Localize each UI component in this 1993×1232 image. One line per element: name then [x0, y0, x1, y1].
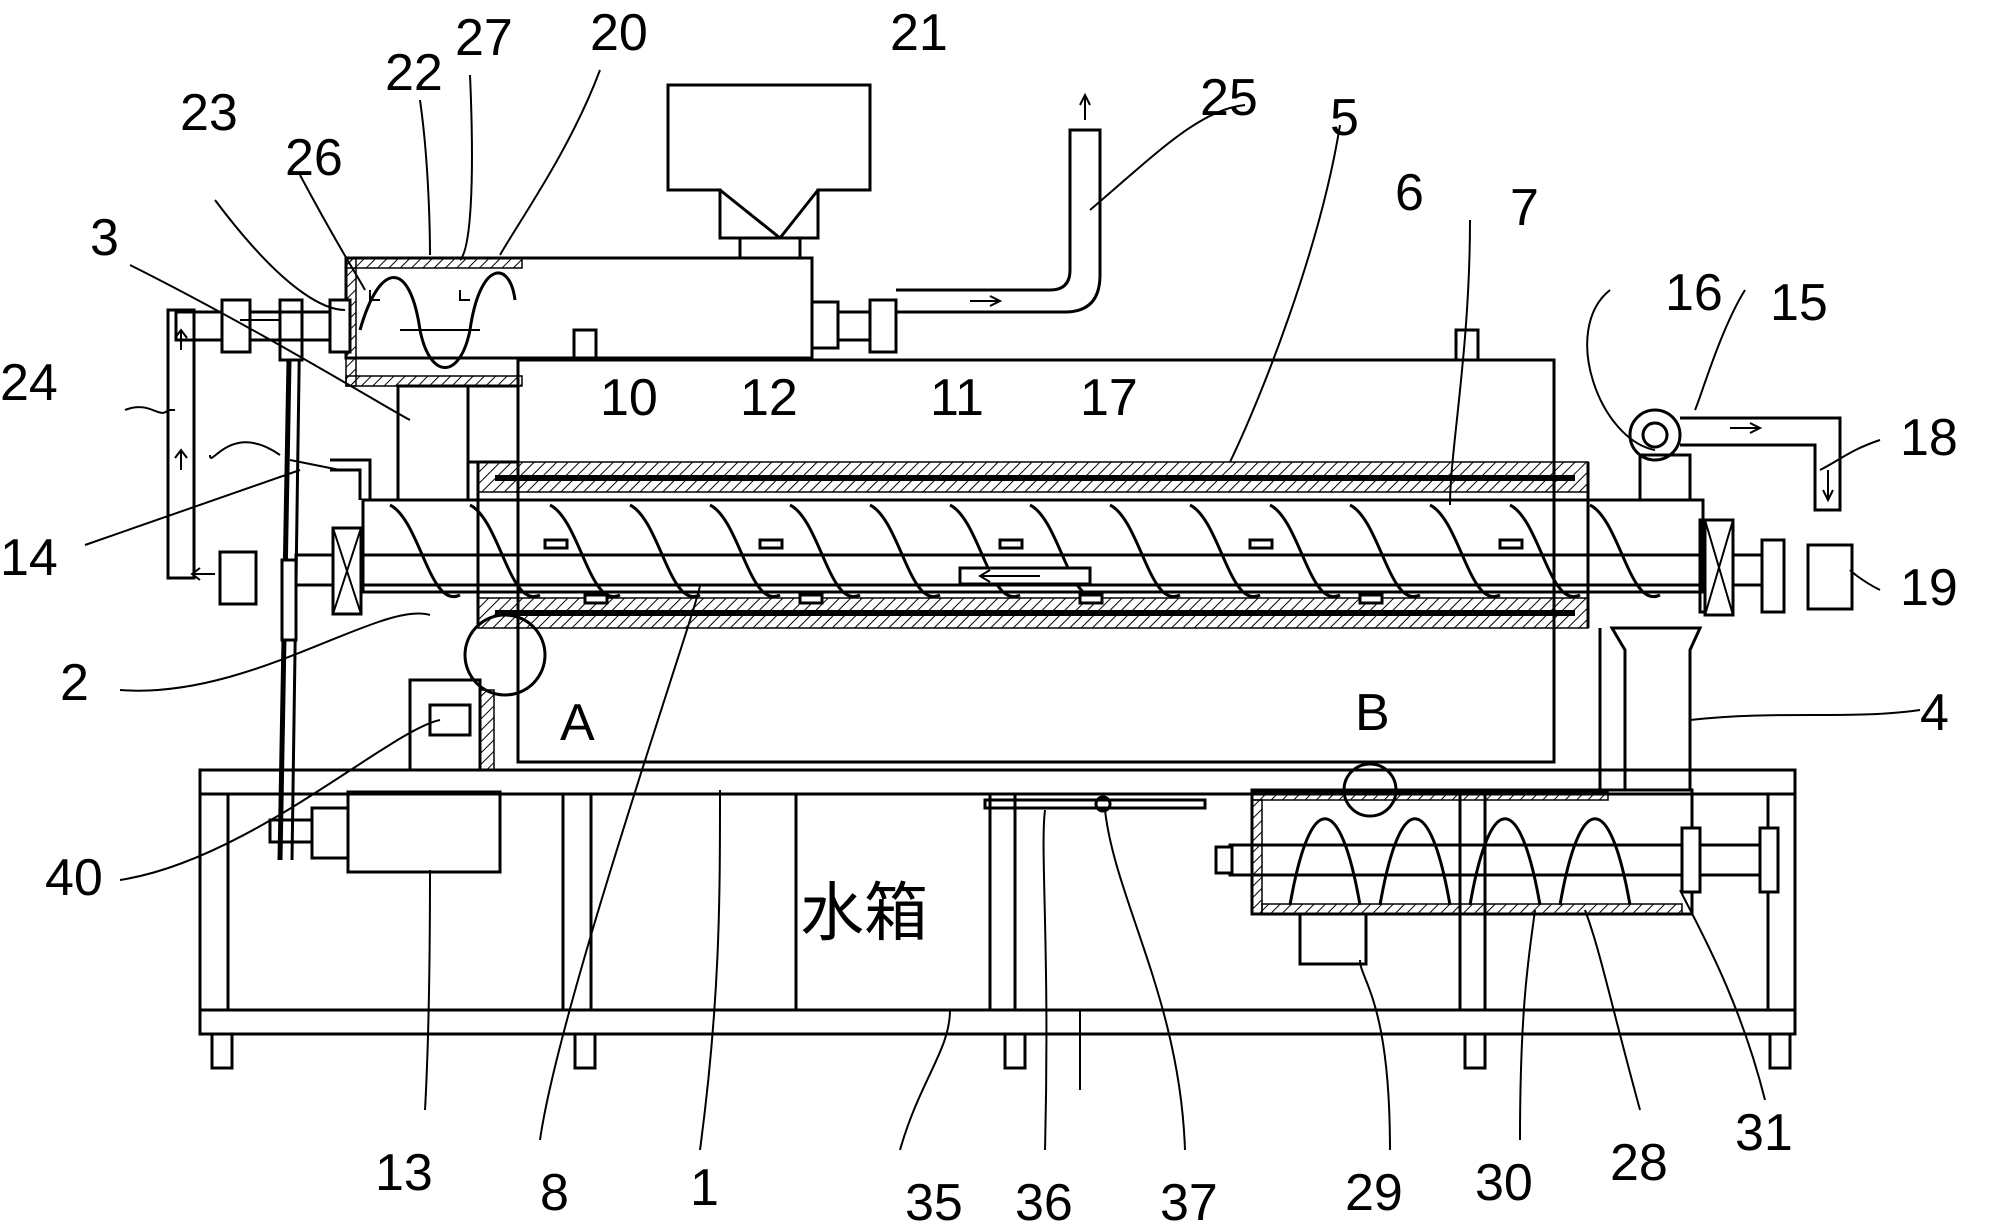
label-2: 2	[60, 654, 89, 712]
fan-return-pipe	[1628, 408, 1854, 614]
label-26: 26	[285, 129, 343, 187]
label-5: 5	[1330, 89, 1359, 147]
label-1: 1	[690, 1159, 719, 1217]
label-30: 30	[1475, 1154, 1533, 1212]
steam-inlet	[330, 458, 372, 500]
label-23: 23	[180, 84, 238, 142]
label-6: 6	[1395, 164, 1424, 222]
details	[408, 613, 1398, 818]
label-4: 4	[1920, 684, 1949, 742]
base-frame	[198, 768, 1797, 1070]
label-14: 14	[0, 529, 58, 587]
label-detail-A: A	[560, 694, 595, 752]
feed-screw-conveyor	[174, 256, 898, 387]
feed-chute	[396, 384, 520, 502]
leader-lines	[84, 69, 1921, 1151]
label-37: 37	[1160, 1174, 1218, 1232]
water-tank: 水箱	[794, 792, 992, 1012]
outer-jacket	[476, 461, 1590, 629]
label-28: 28	[1610, 1134, 1668, 1192]
label-22: 22	[385, 44, 443, 102]
label-7: 7	[1510, 179, 1539, 237]
hopper	[666, 83, 872, 260]
motor	[268, 790, 502, 874]
outlet-chute	[1598, 626, 1703, 792]
label-40: 40	[45, 849, 103, 907]
label-19: 19	[1900, 559, 1958, 617]
label-12: 12	[740, 369, 798, 427]
label-35: 35	[905, 1174, 963, 1232]
label-16: 16	[1665, 264, 1723, 322]
label-10: 10	[600, 369, 658, 427]
belt-drive	[277, 298, 304, 861]
part-labels: 21 25 5 6 7 16 15 18 19 4 20 27 22 23 26…	[0, 4, 1958, 1232]
label-24: 24	[0, 354, 58, 412]
drain-valve	[983, 795, 1207, 813]
lower-screw-conveyor	[1214, 788, 1780, 966]
recirculation-pipe	[166, 308, 258, 606]
label-20: 20	[590, 4, 648, 62]
label-detail-B: B	[1355, 684, 1390, 742]
label-25: 25	[1200, 69, 1258, 127]
label-11: 11	[930, 369, 984, 427]
label-27: 27	[455, 9, 513, 67]
label-31: 31	[1735, 1104, 1793, 1162]
label-17: 17	[1080, 369, 1138, 427]
label-8: 8	[540, 1164, 569, 1222]
label-36: 36	[1015, 1174, 1073, 1232]
label-15: 15	[1770, 274, 1828, 332]
label-18: 18	[1900, 409, 1958, 467]
main-housing	[516, 328, 1556, 764]
water-tank-text: 水箱	[800, 877, 928, 951]
label-3: 3	[90, 209, 119, 267]
label-29: 29	[1345, 1164, 1403, 1222]
label-21: 21	[890, 4, 948, 62]
exhaust-pipe	[896, 92, 1102, 314]
label-13: 13	[375, 1144, 433, 1202]
